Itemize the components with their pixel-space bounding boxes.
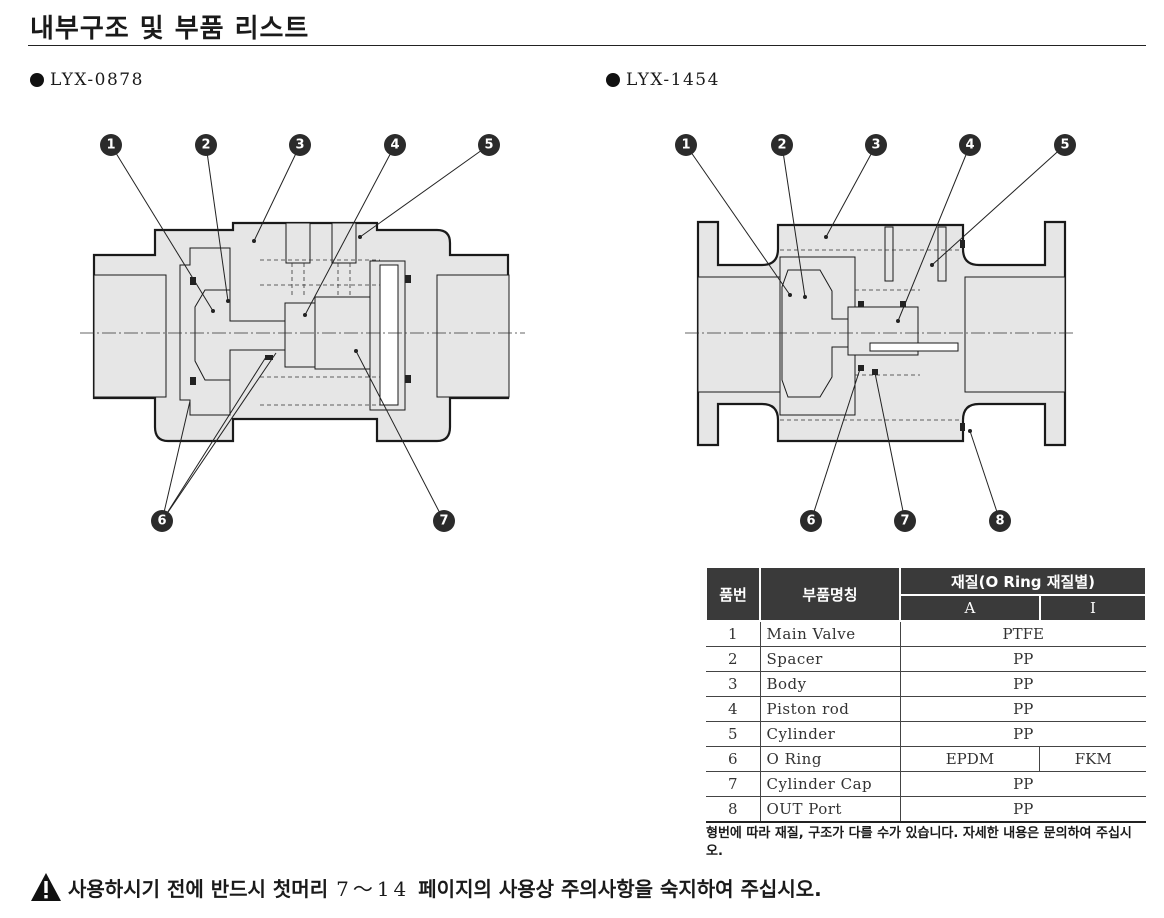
svg-text:2: 2 <box>201 138 210 153</box>
callout-4: 4 <box>959 134 981 156</box>
svg-text:5: 5 <box>484 138 493 153</box>
callout-1: 1 <box>675 134 697 156</box>
warning-text-after: 페이지의 사용상 주의사항을 숙지하여 주십시오. <box>418 876 822 901</box>
svg-text:5: 5 <box>1060 138 1069 153</box>
header-part-no: 품번 <box>705 566 761 622</box>
piston-rod <box>284 302 316 368</box>
callout-6: 6 <box>151 510 173 532</box>
model-name: LYX-1454 <box>626 70 720 90</box>
warning-icon <box>31 873 61 901</box>
cross-section-drawing-right: 1 2 3 4 5 6 7 8 <box>675 134 1076 532</box>
air-port-1 <box>884 226 894 282</box>
title-divider <box>28 45 1146 46</box>
cylinder-cap-core <box>379 264 399 406</box>
air-port-1 <box>285 222 311 264</box>
callout-5: 5 <box>1054 134 1076 156</box>
callout-5: 5 <box>478 134 500 156</box>
callout-4: 4 <box>384 134 406 156</box>
port-left <box>93 274 167 398</box>
header-part-name: 부품명칭 <box>759 566 901 622</box>
header-material: 재질(O Ring 재질별) <box>899 566 1147 596</box>
material-note: 형번에 따라 재질, 구조가 다를 수가 있습니다. 자세한 내용은 문의하여 … <box>706 826 1132 859</box>
model-label-left: LYX-0878 <box>30 70 144 90</box>
svg-text:1: 1 <box>106 138 115 153</box>
port-right <box>436 274 510 398</box>
svg-text:4: 4 <box>965 138 974 153</box>
callout-1: 1 <box>100 134 122 156</box>
bullet-icon <box>30 73 44 87</box>
model-name: LYX-0878 <box>50 70 144 90</box>
port-right <box>964 276 1066 393</box>
callout-8: 8 <box>989 510 1011 532</box>
cross-section-drawing-left: 1 2 3 4 5 6 7 <box>80 134 525 532</box>
usage-warning: 사용하시기 전에 반드시 첫머리 7～14 페이지의 사용상 주의사항을 숙지하… <box>30 872 822 902</box>
callout-3: 3 <box>865 134 887 156</box>
svg-text:2: 2 <box>777 138 786 153</box>
svg-text:7: 7 <box>439 514 448 529</box>
svg-text:3: 3 <box>295 138 304 153</box>
air-port-2 <box>331 222 357 264</box>
svg-text:6: 6 <box>806 514 815 529</box>
header-material-a: A <box>899 594 1041 622</box>
callout-6: 6 <box>800 510 822 532</box>
header-material-i: I <box>1038 594 1148 622</box>
rod-extension <box>869 342 959 352</box>
air-port-2 <box>937 226 947 282</box>
model-label-right: LYX-1454 <box>606 70 720 90</box>
svg-text:7: 7 <box>900 514 909 529</box>
svg-text:3: 3 <box>871 138 880 153</box>
callout-7: 7 <box>433 510 455 532</box>
page-title: 내부구조 및 부품 리스트 <box>30 14 310 44</box>
svg-text:8: 8 <box>995 514 1004 529</box>
main-valve <box>194 289 286 381</box>
warning-pages: 7～14 <box>336 876 411 901</box>
callout-3: 3 <box>289 134 311 156</box>
callout-2: 2 <box>195 134 217 156</box>
main-valve <box>781 269 849 398</box>
port-left <box>697 276 781 393</box>
callout-2: 2 <box>771 134 793 156</box>
svg-text:1: 1 <box>681 138 690 153</box>
warning-text-before: 사용하시기 전에 반드시 첫머리 <box>68 876 329 901</box>
bullet-icon <box>606 73 620 87</box>
callout-7: 7 <box>894 510 916 532</box>
svg-text:4: 4 <box>390 138 399 153</box>
svg-text:6: 6 <box>157 514 166 529</box>
